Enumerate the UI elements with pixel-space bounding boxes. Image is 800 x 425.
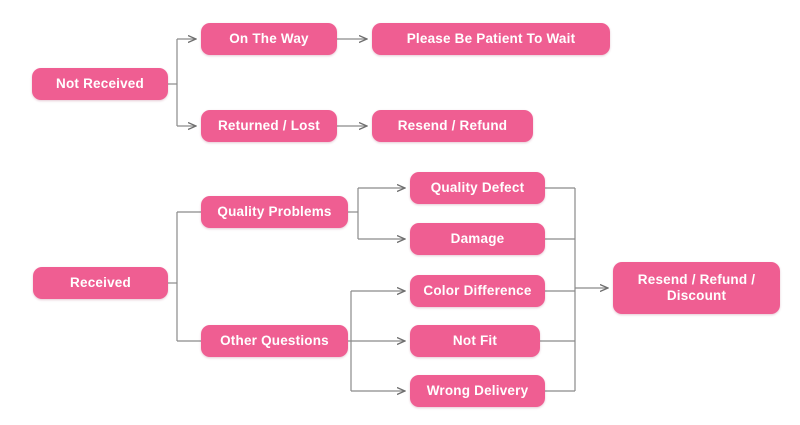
node-received[interactable]: Received [33, 267, 168, 299]
node-on-the-way[interactable]: On The Way [201, 23, 337, 55]
node-resend-refund-discount-line1: Resend / Refund / [637, 271, 756, 287]
node-resend-refund-discount[interactable]: Resend / Refund / Discount [613, 262, 780, 314]
node-resend-refund[interactable]: Resend / Refund [372, 110, 533, 142]
node-returned-lost[interactable]: Returned / Lost [201, 110, 337, 142]
node-damage[interactable]: Damage [410, 223, 545, 255]
node-quality-problems[interactable]: Quality Problems [201, 196, 348, 228]
node-resend-refund-discount-line2: Discount [666, 288, 727, 303]
node-please-be-patient-to-wait[interactable]: Please Be Patient To Wait [372, 23, 610, 55]
node-quality-defect[interactable]: Quality Defect [410, 172, 545, 204]
node-not-fit[interactable]: Not Fit [410, 325, 540, 357]
node-not-received[interactable]: Not Received [32, 68, 168, 100]
node-wrong-delivery[interactable]: Wrong Delivery [410, 375, 545, 407]
node-color-difference[interactable]: Color Difference [410, 275, 545, 307]
node-other-questions[interactable]: Other Questions [201, 325, 348, 357]
